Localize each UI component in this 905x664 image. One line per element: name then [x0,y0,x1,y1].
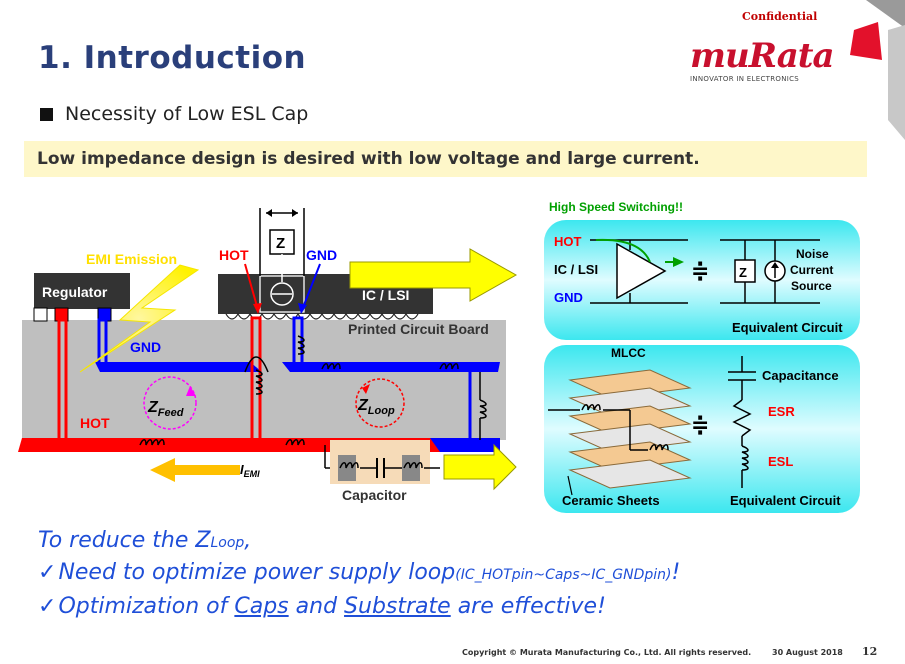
murata-logo: muRata [690,36,834,76]
gnd-via-left [97,318,108,367]
main-diagram: Regulator IC / LSI Z HOT GND [18,200,860,513]
gnd-plane-label: GND [130,339,161,355]
footer-date: 30 August 2018 [772,648,843,657]
panel-bottom-equiv-label: Equivalent Circuit [730,493,841,508]
z-box [269,229,295,255]
bullet-text: Necessity of Low ESL Cap [65,103,309,125]
capacitance-label: Capacitance [762,368,839,383]
page-title: 1. Introduction [38,40,307,76]
highlight-banner [24,141,867,177]
conclusion-line-2: ✓Need to optimize power supply loop(IC_H… [38,560,681,585]
panel-z-label: Z [739,265,747,280]
pcb-board [22,320,506,440]
i-emi-label: IEMI [240,462,260,479]
panel-gnd-label: GND [554,290,583,305]
esl-label: ESL [768,454,793,469]
noise-label-3: Source [791,279,832,293]
pcb-label: Printed Circuit Board [348,321,489,337]
conclusion-line-3: ✓Optimization of Caps and Substrate are … [38,594,606,619]
hs-switching-label: High Speed Switching!! [549,200,683,214]
gnd-plane-right [282,362,500,372]
hot-plane-label: HOT [80,415,110,431]
regulator-body [34,273,130,309]
ic-gnd-label: GND [306,247,337,263]
logo-tagline: INNOVATOR IN ELECTRONICS [690,75,800,83]
panel-ic-label: IC / LSI [554,262,598,277]
banner-text: Low impedance design is desired with low… [37,149,700,169]
z-box-label: Z [276,235,285,252]
emi-bolt [79,264,200,373]
bullet-item: Necessity of Low ESL Cap [40,103,308,125]
svg-text:≑: ≑ [691,258,709,283]
i-emi-arrow [150,458,240,482]
mlcc-label: MLCC [611,346,646,360]
gnd-plane-left [95,362,262,372]
z-feed-label: ZFeed [147,399,184,419]
hot-via-ic [250,316,262,442]
arrow-to-ic-panel [349,248,518,302]
ic-label: IC / LSI [362,287,409,303]
corner-decoration [850,0,905,140]
bullet-square-icon [40,107,53,121]
emi-label: EMI Emission [86,251,177,267]
panel-top-equiv-label: Equivalent Circuit [732,320,843,335]
svg-text:≑: ≑ [691,412,709,437]
gnd-plane-bottom [430,438,500,452]
z-feed-loop [143,376,197,430]
ceramic-label: Ceramic Sheets [562,493,660,508]
check-icon: ✓ [38,594,57,619]
noise-label-1: Noise [796,247,829,261]
confidential-label: Confidential [742,10,818,23]
hot-via-left [57,318,68,442]
page-number: 12 [862,645,878,658]
noise-label-2: Current [790,263,833,277]
ic-hot-label: HOT [219,247,249,263]
arrow-to-mlcc-panel [443,443,517,491]
regulator-label: Regulator [42,284,108,300]
panel-hot-label: HOT [554,234,582,249]
check-icon: ✓ [38,560,57,585]
conclusion-line-1: To reduce the ZLoop, [38,528,252,553]
capacitor-label: Capacitor [342,487,407,503]
z-loop [355,378,405,428]
footer-copyright: Copyright © Murata Manufacturing Co., Lt… [462,648,752,657]
z-loop-label: ZLoop [357,397,395,417]
esr-label: ESR [768,404,795,419]
